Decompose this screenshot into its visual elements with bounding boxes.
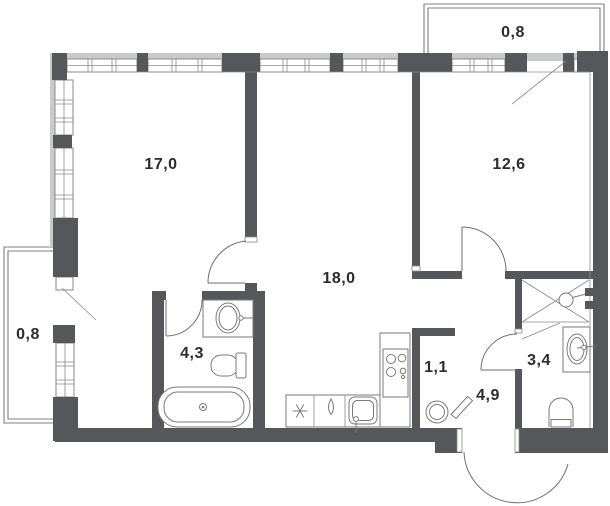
- balcony-opening-lines: [61, 60, 567, 321]
- wash-basin-icon: [202, 299, 254, 338]
- toilet-icon: [210, 352, 247, 379]
- toilet-icon: [548, 397, 574, 428]
- shower-icon: [521, 279, 594, 340]
- stove-icon: [382, 348, 409, 398]
- label-balcony-left: 0,8: [16, 326, 40, 343]
- label-laundry-1-1: 1,1: [424, 359, 448, 376]
- label-shower-room-3-4: 3,4: [527, 352, 551, 369]
- door-swing-bathroom-4-3: [165, 299, 203, 337]
- balcony-top-outline: [423, 3, 605, 55]
- interior-walls: [152, 70, 593, 453]
- laundry-door-leaf: [450, 395, 474, 420]
- door-swing-shower-room-3-4: [480, 333, 518, 371]
- door-swing-room-12-6: [461, 226, 507, 272]
- exterior-walls: [52, 51, 608, 453]
- room-area-labels: 0,8 17,0 12,6 0,8 4,3 18,0 1,1 4,9 3,4: [16, 24, 551, 404]
- label-balcony-top: 0,8: [501, 24, 525, 41]
- shower-room-3-4-fixtures: [521, 279, 596, 428]
- window-strips: [54, 58, 590, 398]
- label-hallway-4-9: 4,9: [476, 387, 500, 404]
- bathroom-4-3-fixtures: [157, 299, 254, 428]
- window-band: [50, 53, 593, 247]
- bathtub-icon: [157, 386, 251, 428]
- entrance-door-swing: [463, 451, 569, 504]
- kitchen-sink-icon: [348, 396, 378, 433]
- label-bathroom-4-3: 4,3: [180, 345, 204, 362]
- fridge-icon: [292, 404, 308, 418]
- label-living-kitchen-18: 18,0: [322, 270, 355, 287]
- wash-basin-icon: [562, 326, 596, 373]
- label-room-12-6: 12,6: [492, 156, 525, 173]
- balcony-left-outline: [3, 246, 57, 424]
- wall-inner-face-lines: [67, 71, 591, 428]
- washing-machine-icon: [425, 400, 449, 424]
- label-room-17: 17,0: [144, 156, 177, 173]
- kitchen-fixtures: [285, 332, 411, 433]
- door-swing-room-17: [207, 240, 247, 284]
- water-drop-icon: [328, 397, 334, 416]
